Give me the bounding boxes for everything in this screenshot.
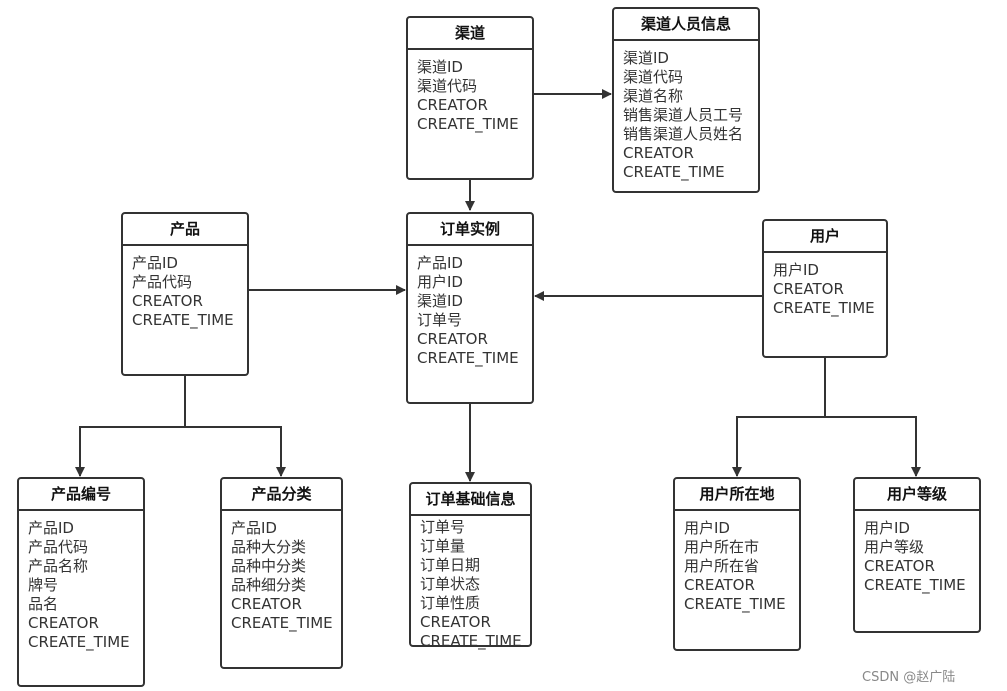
entity-title: 渠道人员信息	[614, 9, 758, 41]
entity-title: 产品编号	[19, 479, 143, 511]
entity-order-base[interactable]: 订单基础信息 订单号 订单量 订单日期 订单状态 订单性质 CREATOR CR…	[409, 482, 532, 650]
entity-channel[interactable]: 渠道 渠道ID 渠道代码 CREATOR CREATE_TIME	[406, 16, 534, 180]
entity-field: 订单号	[420, 518, 466, 536]
entity-order-instance[interactable]: 订单实例 产品ID 用户ID 渠道ID 订单号 CREATOR CREATE_T…	[406, 212, 534, 404]
entity-field: CREATE_TIME	[132, 311, 234, 329]
entity-field: CREATE_TIME	[864, 576, 966, 594]
entity-field: 订单号	[417, 311, 463, 329]
entity-field: CREATOR	[864, 557, 935, 575]
entity-field: 订单量	[420, 537, 466, 555]
entity-field: 渠道名称	[623, 87, 684, 105]
entity-field: 品种细分类	[231, 576, 307, 594]
entity-field: 销售渠道人员姓名	[623, 125, 744, 143]
entity-field: 产品ID	[231, 519, 277, 537]
entity-field: 产品代码	[28, 538, 89, 556]
entity-field: 渠道代码	[417, 77, 478, 95]
entity-field: 订单性质	[420, 594, 481, 612]
entity-field: 品种大分类	[231, 538, 307, 556]
entity-title: 渠道	[408, 18, 532, 50]
edge-user-to-user-level	[825, 416, 921, 477]
entity-field: 用户ID	[773, 261, 819, 279]
entity-user-location[interactable]: 用户所在地 用户ID 用户所在市 用户所在省 CREATOR CREATE_TI…	[673, 477, 801, 651]
entity-product-code[interactable]: 产品编号 产品ID 产品代码 产品名称 牌号 品名 CREATOR CREATE…	[17, 477, 145, 687]
edge-product-to-product-code	[75, 375, 186, 477]
entity-field: 渠道ID	[417, 292, 463, 310]
entity-field: 产品ID	[417, 254, 463, 272]
entity-field: 产品名称	[28, 557, 89, 575]
entity-user-level[interactable]: 用户等级 用户ID 用户等级 CREATOR CREATE_TIME	[853, 477, 981, 633]
entity-field: CREATOR	[623, 144, 694, 162]
entity-field: CREATOR	[684, 576, 755, 594]
entity-field: 品种中分类	[231, 557, 307, 575]
entity-field: CREATE_TIME	[417, 115, 519, 133]
edge-user-to-user-location	[732, 357, 826, 477]
entity-field: 渠道ID	[623, 49, 669, 67]
entity-field: 产品ID	[28, 519, 74, 537]
entity-field: 用户等级	[864, 538, 925, 556]
entity-field: 订单日期	[420, 556, 481, 574]
entity-field: 渠道代码	[623, 68, 684, 86]
entity-field: CREATOR	[132, 292, 203, 310]
entity-field: CREATE_TIME	[684, 595, 786, 613]
entity-product[interactable]: 产品 产品ID 产品代码 CREATOR CREATE_TIME	[121, 212, 249, 376]
entity-field: CREATE_TIME	[773, 299, 875, 317]
entity-field: 品名	[28, 595, 59, 613]
edge-product-to-product-category	[185, 426, 286, 477]
entity-field: 用户所在市	[684, 538, 760, 556]
entity-field: CREATOR	[417, 96, 488, 114]
entity-field: CREATOR	[417, 330, 488, 348]
entity-product-category[interactable]: 产品分类 产品ID 品种大分类 品种中分类 品种细分类 CREATOR CREA…	[220, 477, 343, 669]
entity-title: 产品分类	[222, 479, 341, 511]
entity-field: CREATOR	[420, 613, 491, 631]
watermark: CSDN @赵广陆	[862, 670, 956, 685]
entity-field: CREATOR	[773, 280, 844, 298]
entity-channel-staff[interactable]: 渠道人员信息 渠道ID 渠道代码 渠道名称 销售渠道人员工号 销售渠道人员姓名 …	[612, 7, 760, 193]
entity-field: 订单状态	[420, 575, 481, 593]
entity-field: 用户ID	[864, 519, 910, 537]
entity-field: 产品代码	[132, 273, 193, 291]
entity-field: CREATE_TIME	[420, 632, 522, 650]
entity-title: 用户	[764, 221, 886, 253]
entity-field: CREATOR	[28, 614, 99, 632]
entity-field: 用户ID	[417, 273, 463, 291]
entity-field: 用户ID	[684, 519, 730, 537]
entity-field: 渠道ID	[417, 58, 463, 76]
entity-field: CREATE_TIME	[417, 349, 519, 367]
entity-title: 用户所在地	[675, 479, 799, 511]
entity-title: 用户等级	[855, 479, 979, 511]
entity-title: 订单实例	[408, 214, 532, 246]
entity-field: CREATE_TIME	[28, 633, 130, 651]
entity-title: 订单基础信息	[411, 484, 530, 516]
entity-field: CREATOR	[231, 595, 302, 613]
entity-user[interactable]: 用户 用户ID CREATOR CREATE_TIME	[762, 219, 888, 358]
entity-field: CREATE_TIME	[623, 163, 725, 181]
entity-field: 销售渠道人员工号	[623, 106, 744, 124]
entity-field: 牌号	[28, 576, 59, 594]
entity-title: 产品	[123, 214, 247, 246]
entity-field: CREATE_TIME	[231, 614, 333, 632]
entity-field: 产品ID	[132, 254, 178, 272]
entity-field: 用户所在省	[684, 557, 760, 575]
